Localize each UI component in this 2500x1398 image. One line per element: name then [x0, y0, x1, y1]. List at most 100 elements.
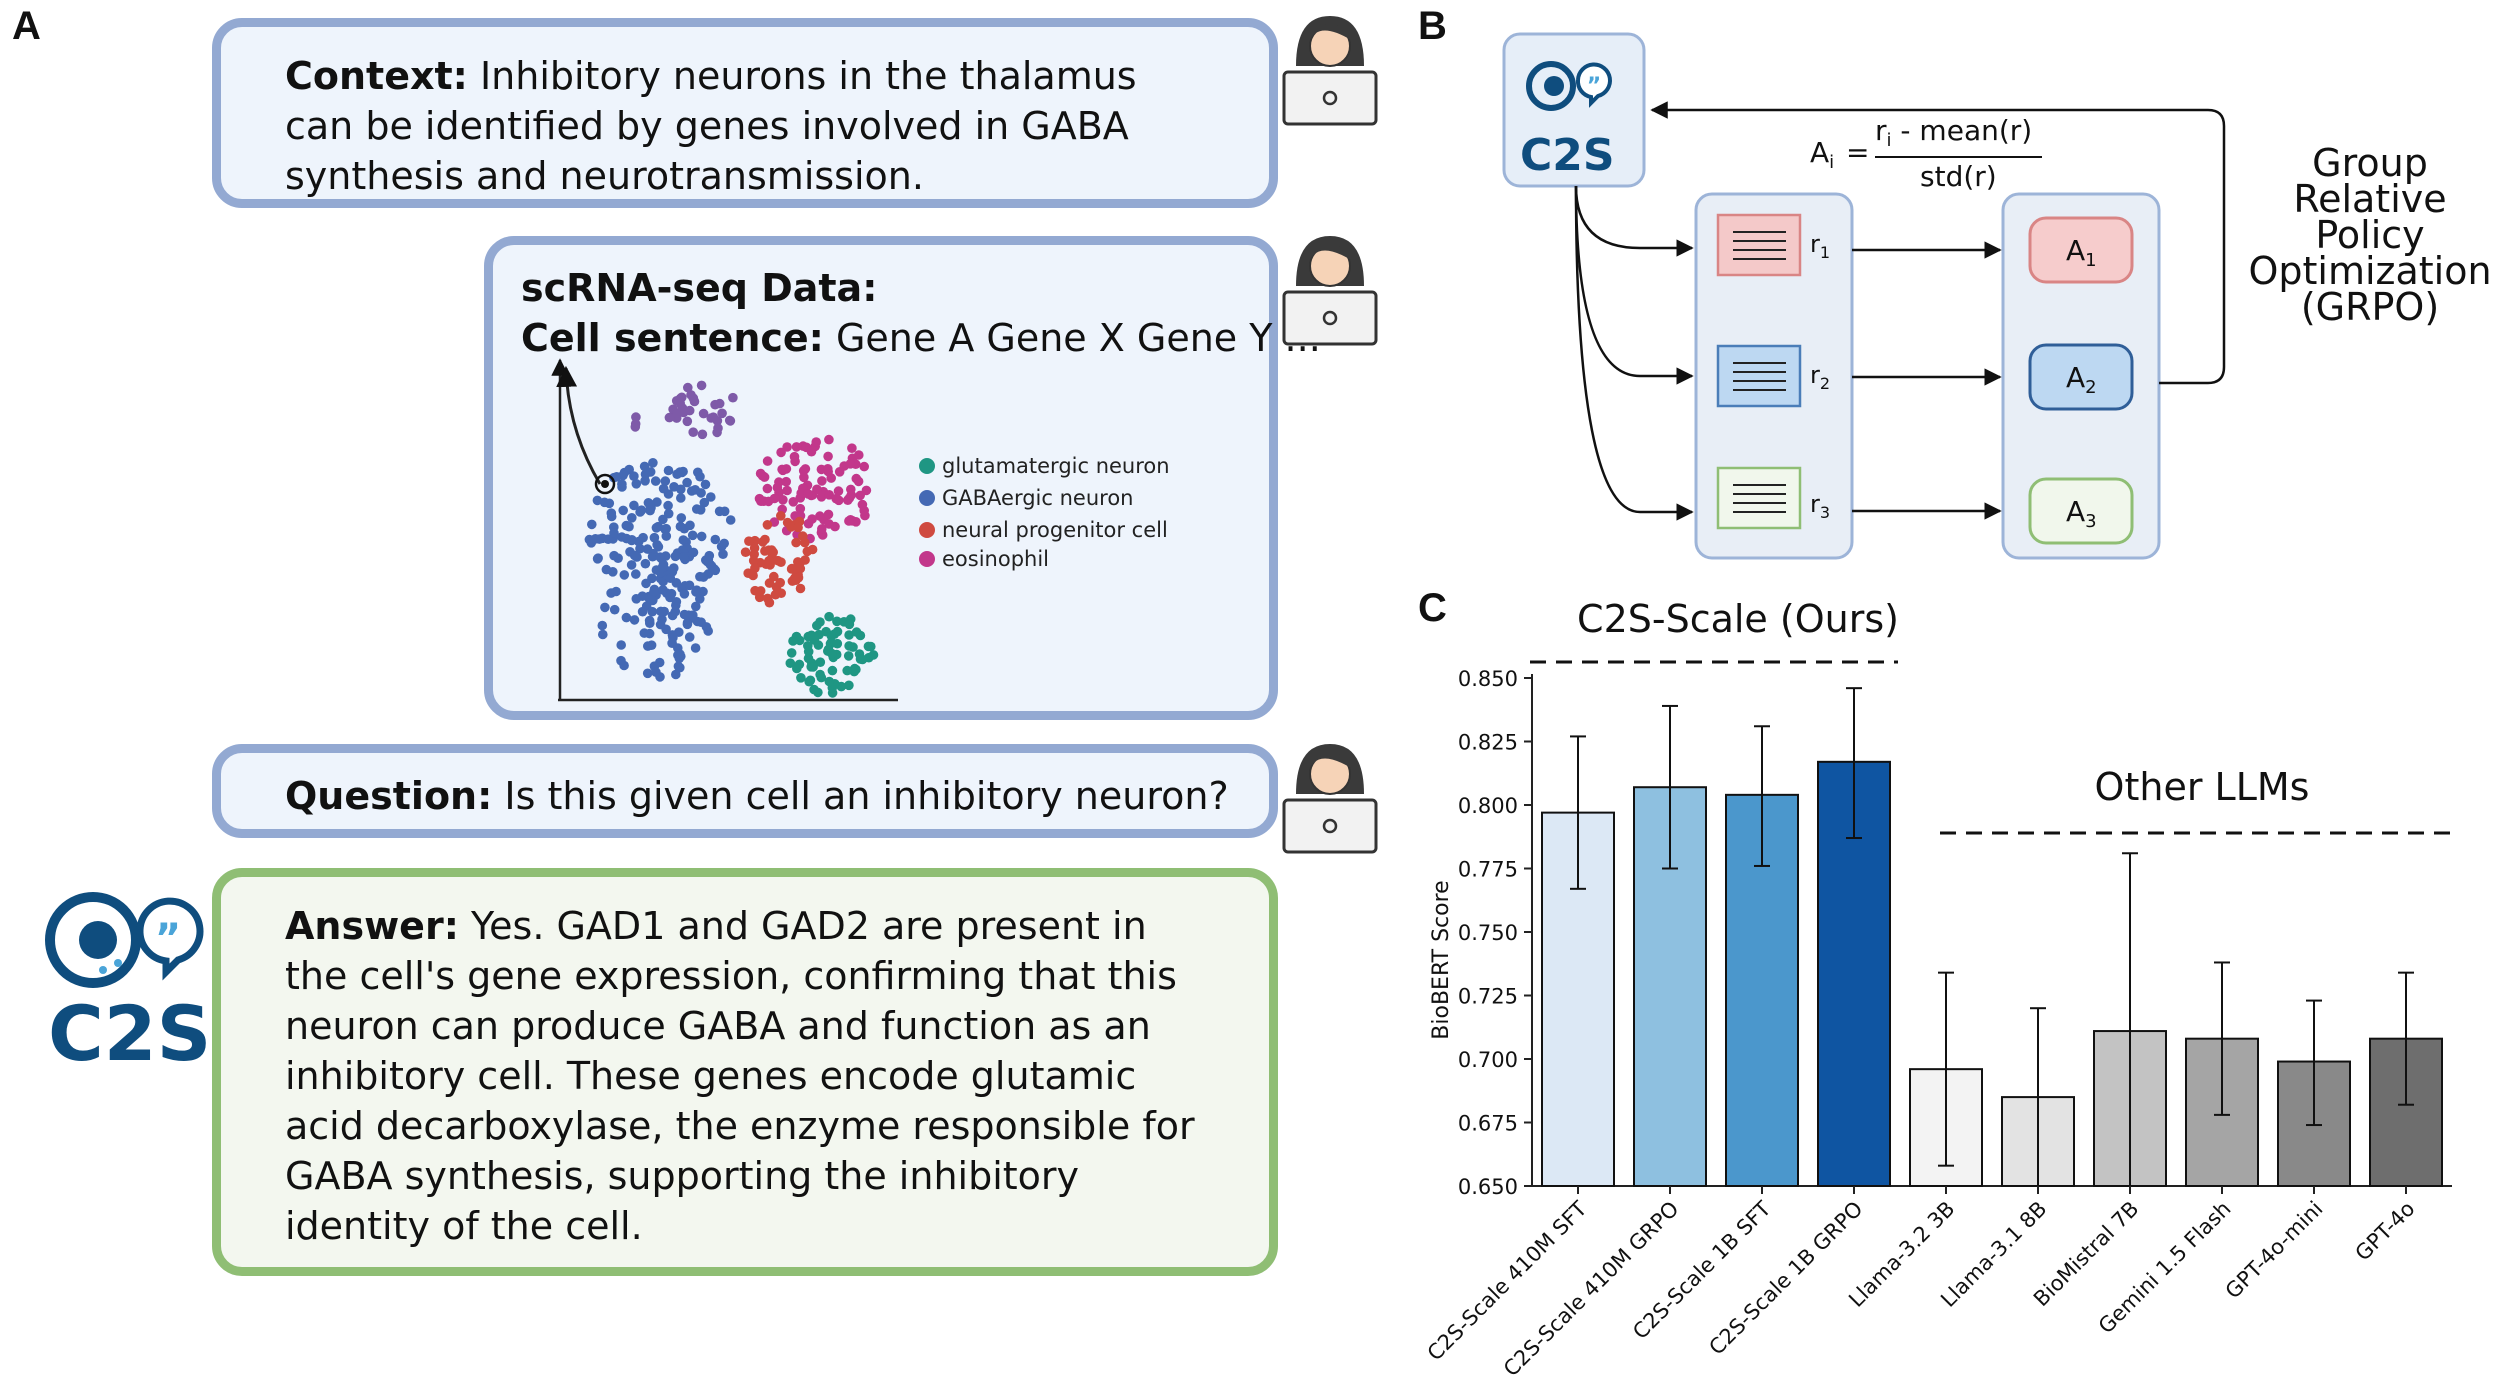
cell-dot-glutamatergic — [844, 630, 854, 640]
biobert-bar-chart: C2S-Scale (Ours) Other LLMs BioBERT Scor… — [1423, 597, 2452, 1381]
group-label-ours: C2S-Scale (Ours) — [1577, 597, 1899, 641]
x-tick-label: C2S-Scale 410M SFT — [1423, 1196, 1592, 1365]
cell-dot-purple — [683, 382, 693, 393]
panel-label-c: C — [1418, 586, 1447, 630]
cell-dot-gabaergic — [718, 549, 728, 559]
cell-dot-gabaergic — [640, 558, 651, 569]
y-tick-label: 0.650 — [1458, 1175, 1518, 1199]
advantage-label-3: A3 — [2066, 495, 2097, 532]
cell-dot-gabaergic — [675, 521, 686, 532]
cell-dot-eosinophil — [776, 447, 786, 458]
cell-dot-gabaergic — [678, 535, 689, 545]
cell-dot-gabaergic — [675, 649, 685, 659]
cell-dot-eosinophil — [815, 511, 825, 521]
question-bubble: Question: Is this given cell an inhibito… — [212, 744, 1278, 838]
cell-dot-gabaergic — [679, 609, 690, 620]
cell-dot-gabaergic — [626, 560, 637, 570]
cell-dot-eosinophil — [817, 524, 827, 534]
cell-dot-glutamatergic — [803, 641, 813, 651]
legend-swatch-glutamatergic — [919, 458, 935, 474]
cell-dot-gabaergic — [648, 458, 658, 468]
cell-dot-purple — [684, 405, 695, 416]
cell-dot-eosinophil — [772, 482, 783, 493]
cell-dot-glutamatergic — [788, 636, 798, 646]
cell-dot-gabaergic — [649, 532, 660, 543]
arrow-model-to-r2 — [1574, 185, 1694, 385]
cell-dot-gabaergic — [663, 500, 673, 511]
cell-dot-gabaergic — [640, 469, 651, 480]
arrow-model-to-r3 — [1574, 185, 1694, 521]
cell-dot-eosinophil — [755, 468, 766, 479]
cell-dot-eosinophil — [782, 485, 792, 496]
cell-dot-gabaergic — [618, 505, 628, 516]
cell-dot-glutamatergic — [827, 648, 837, 659]
cell-dot-gabaergic — [629, 615, 640, 625]
cell-dot-progenitor — [760, 534, 770, 545]
cell-dot-gabaergic — [682, 477, 692, 488]
cell-dot-glutamatergic — [786, 648, 797, 658]
context-label: Context: — [285, 54, 468, 98]
grpo-title: Group Relative Policy Optimization (GRPO… — [2248, 141, 2491, 329]
cell-dot-eosinophil — [851, 473, 862, 484]
cell-dot-glutamatergic — [857, 654, 868, 665]
cell-dot-gabaergic — [631, 479, 642, 489]
c2s-small-logo-text: C2S — [1520, 130, 1615, 181]
cell-dot-eosinophil — [795, 503, 806, 514]
cell-dot-gabaergic — [629, 500, 639, 511]
cell-dot-gabaergic — [609, 528, 619, 538]
cell-dot-eosinophil — [845, 459, 856, 469]
cell-dot-purple — [714, 398, 725, 409]
legend-label-eosinophil: eosinophil — [942, 547, 1049, 571]
cell-dot-glutamatergic — [815, 657, 826, 667]
reward-label-2: r2 — [1810, 361, 1830, 393]
cell-dot-eosinophil — [781, 476, 791, 487]
y-tick-label: 0.850 — [1458, 667, 1518, 691]
cell-dot-eosinophil — [826, 473, 836, 483]
cell-dot-gabaergic — [682, 619, 693, 630]
cell-dot-gabaergic — [676, 513, 687, 523]
x-tick-label: C2S-Scale 1B GRPO — [1704, 1197, 1867, 1360]
cell-dot-gabaergic — [676, 493, 686, 503]
cell-dot-gabaergic — [677, 467, 687, 478]
cell-dot-gabaergic — [606, 511, 617, 522]
x-tick-label: GPT-4o-mini — [2221, 1197, 2328, 1304]
panel-label-a: A — [12, 4, 41, 48]
cell-dot-gabaergic — [611, 472, 622, 482]
cell-dot-gabaergic — [695, 594, 705, 604]
cell-dot-gabaergic — [701, 622, 712, 632]
cell-dot-glutamatergic — [814, 629, 824, 640]
y-tick-label: 0.675 — [1458, 1112, 1518, 1136]
cell-dot-gabaergic — [691, 601, 701, 612]
cell-dot-gabaergic — [592, 495, 603, 506]
cell-dot-gabaergic — [695, 571, 705, 582]
cell-dot-eosinophil — [847, 443, 857, 454]
cell-dot-progenitor — [786, 522, 796, 532]
advantage-formula: Ai = ri - mean(r) std(r) — [1810, 114, 2042, 193]
question-paragraph: Question: Is this given cell an inhibito… — [285, 771, 1269, 821]
cell-dot-eosinophil — [833, 486, 844, 496]
cell-dot-gabaergic — [597, 533, 608, 544]
cell-dot-eosinophil — [859, 461, 869, 472]
umap-cell-dots — [584, 380, 879, 698]
cell-dot-gabaergic — [667, 610, 678, 621]
grpo-title-line-2: Relative — [2293, 177, 2446, 221]
cell-dot-progenitor — [750, 563, 760, 573]
cell-dot-gabaergic — [647, 551, 658, 562]
cell-dot-gabaergic — [695, 471, 705, 482]
cell-dot-eosinophil — [817, 476, 827, 486]
data-bubble: scRNA-seq Data: Cell sentence: Gene A Ge… — [484, 236, 1321, 720]
cell-dot-gabaergic — [655, 552, 665, 562]
question-text: Is this given cell an inhibitory neuron? — [492, 774, 1229, 818]
cell-dot-progenitor — [755, 586, 766, 596]
c2s-logo-text: C2S — [48, 989, 211, 1078]
advantage-label-2: A2 — [2066, 361, 2097, 398]
context-bubble: Context: Inhibitory neurons in the thala… — [212, 18, 1278, 208]
c2s-logo-small: ” C2S — [1520, 61, 1615, 181]
cell-dot-gabaergic — [670, 551, 681, 562]
cell-dot-gabaergic — [631, 569, 641, 579]
cell-dot-glutamatergic — [848, 642, 858, 652]
cell-dot-progenitor — [744, 536, 754, 546]
cell-dot-gabaergic — [592, 554, 603, 564]
formula-numerator: ri - mean(r) — [1875, 114, 2032, 151]
cell-dot-gabaergic — [608, 567, 618, 577]
